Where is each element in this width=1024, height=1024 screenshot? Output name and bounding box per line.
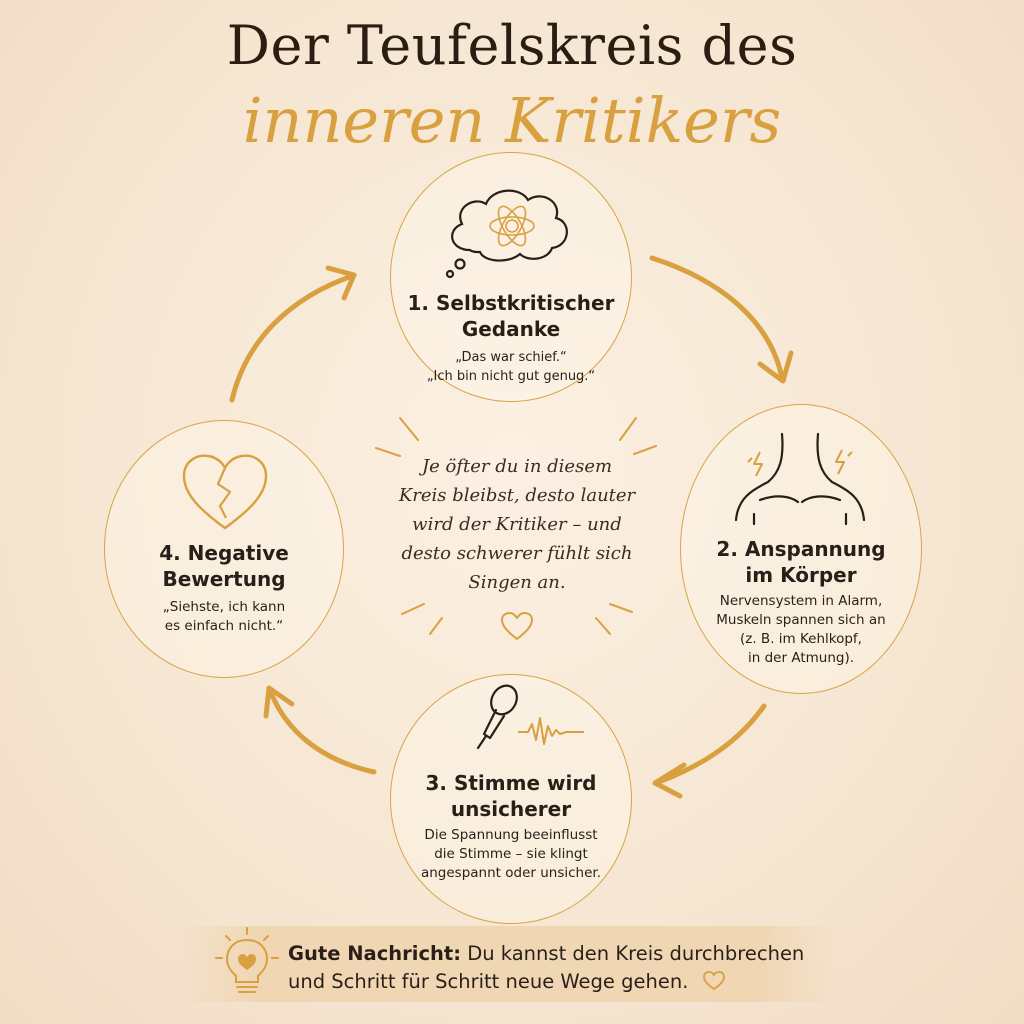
step-4-text-line-2: es einfach nicht.“ [164,618,284,634]
step-2-text: Nervensystem in Alarm, Muskeln spannen s… [680,592,922,668]
good-news-label: Gute Nachricht: [288,942,462,965]
step-3-text-line-2: die Stimme – sie klingt [434,846,588,862]
step-1-title: 1. Selbstkritischer Gedanke [390,290,632,342]
step-1-circle [390,152,632,402]
center-line-5: Singen an. [468,572,566,593]
step-2-text-line-3: (z. B. im Kehlkopf, [740,631,862,647]
banner-heart-icon [702,971,725,990]
step-1-text-line-2: „Ich bin nicht gut genug.“ [426,369,596,384]
step-3-title-line-1: 3. Stimme wird [425,771,597,795]
good-news-banner [178,926,838,1002]
center-line-2: Kreis bleibst, desto lauter [398,485,636,506]
step-2-text-line-4: in der Atmung). [748,650,854,666]
step-2-text-line-2: Muskeln spannen sich an [716,612,886,628]
center-message: Je öfter du in diesem Kreis bleibst, des… [388,452,646,597]
step-4-title-line-2: Bewertung [162,567,286,591]
step-1-title-line-2: Gedanke [461,317,561,341]
step-2-text-line-1: Nervensystem in Alarm, [719,593,883,609]
title-line-1: Der Teufelskreis des [226,14,798,77]
step-4-text-line-1: „Siehste, ich kann [162,599,286,615]
step-2-circle [680,404,922,694]
step-4-text: „Siehste, ich kann es einfach nicht.“ [104,598,344,636]
step-2-title-line-1: 2. Anspannung [716,537,886,561]
center-line-1: Je öfter du in diesem [421,456,613,477]
good-news-line-2: und Schritt für Schritt neue Wege gehen. [288,970,689,993]
step-3-title: 3. Stimme wird unsicherer [390,770,632,822]
good-news-line-1: Du kannst den Kreis durchbrechen [461,942,805,965]
microphone-icon [476,684,584,750]
step-2-title: 2. Anspannung im Körper [680,536,922,588]
step-3-text-line-1: Die Spannung beeinflusst [424,827,598,843]
center-heart-icon [501,612,533,640]
step-3-text: Die Spannung beeinflusst die Stimme – si… [390,826,632,883]
step-3-title-line-2: unsicherer [450,797,572,821]
step-2-title-line-2: im Körper [745,563,857,587]
step-1-text-line-1: „Das war schief.“ [455,350,567,365]
step-4-title-line-1: 4. Negative [159,541,289,565]
step-4-title: 4. Negative Bewertung [104,540,344,592]
step-1-title-line-1: 1. Selbstkritischer [407,291,615,315]
center-line-3: wird der Kritiker – und [412,514,622,535]
lightbulb-heart-icon [215,927,279,993]
step-4-circle [104,420,344,678]
thought-cloud-icon [445,189,568,279]
title-line-2: inneren Kritikers [242,84,782,157]
center-line-4: desto schwerer fühlt sich [401,543,633,564]
step-3-circle [390,674,632,924]
step-3-text-line-3: angespannt oder unsicher. [420,865,602,881]
good-news-text: Gute Nachricht: Du kannst den Kreis durc… [288,940,828,996]
broken-heart-icon [182,454,268,530]
step-1-text: „Das war schief.“ „Ich bin nicht gut gen… [390,348,632,386]
tense-shoulders-icon [734,432,866,526]
